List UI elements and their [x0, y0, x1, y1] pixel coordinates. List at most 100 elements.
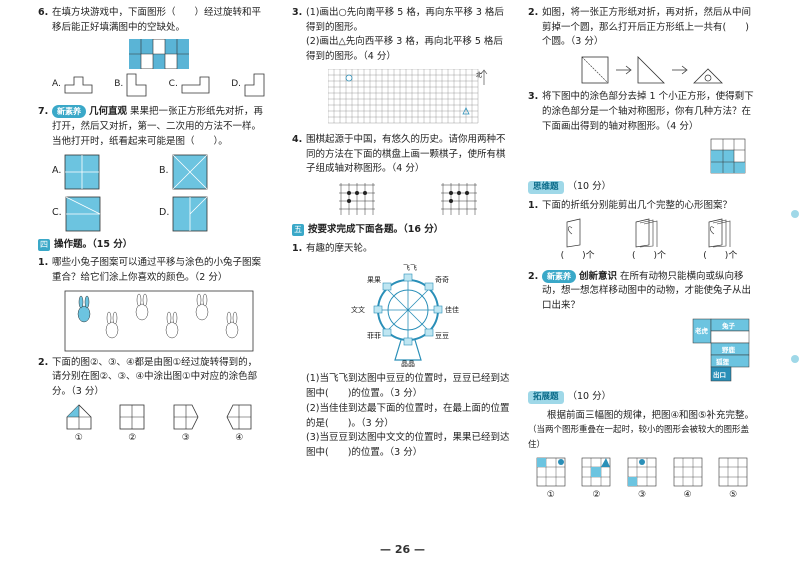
fold-d-shape: [172, 196, 208, 231]
problem-1: 1. 有趣的摩天轮。 飞飞 果果 奇奇 文文 佳佳 菲菲 豆豆: [292, 242, 510, 461]
option-b[interactable]: B.: [114, 73, 148, 97]
extension-section-heading: 拓展题 （10 分）: [528, 390, 756, 405]
triangle-shape: [462, 106, 470, 115]
pattern-4[interactable]: [673, 457, 703, 487]
question-text: 在填方块游戏中，下面图形（ ）经过旋转和平移后能正好填满图中的空缺处。: [52, 7, 262, 33]
question-text: 果果把一张正方形纸先对折，再打开，然后又对折，第一、二次用的方法不一样。当他打开…: [52, 106, 264, 147]
page-number: — 26 —: [380, 543, 425, 556]
go-boards: [306, 181, 510, 217]
operation-1: 1. 哪些小兔子图案可以通过平移与涂色的小兔子图案重合？给它们涂上你喜欢的颜色。…: [38, 256, 266, 352]
question-text: 下面的折纸分别能剪出几个完整的心形图案？: [542, 200, 733, 212]
new-literacy-tag: 新素养: [542, 269, 576, 283]
ferris-wheel-figure: 飞飞 果果 奇奇 文文 佳佳 菲菲 豆豆 晶晶: [351, 264, 459, 368]
go-board-2[interactable]: [439, 181, 479, 217]
section-title: 按要求完成下面各题。（16 分）: [308, 224, 444, 236]
option-a-shape: [64, 77, 93, 94]
sub-question-3: (3)当豆豆到达图中文文的位置时，果果已经到达图中( )的位置。（3 分）: [306, 432, 510, 459]
option-b-shape: [126, 74, 147, 97]
operation-2: 2. 下面的图②、③、④都是由图①经过旋转得到的，请分别在图②、③、④中涂出图①…: [38, 356, 266, 446]
pattern-3: [627, 457, 657, 487]
pattern-labels: ① ② ③ ④ ⑤: [546, 489, 738, 500]
option-d-shape: [244, 74, 265, 97]
problem-3: 3. 将下图中的涂色部分去掉 1 个小正方形，使得剩下的涂色部分是一个轴对称图形…: [528, 90, 756, 174]
question-text: 哪些小兔子图案可以通过平移与涂色的小兔子图案重合？给它们涂上你喜欢的颜色。（2 …: [52, 257, 262, 284]
option-d[interactable]: D.: [231, 73, 266, 97]
pattern-1: [536, 457, 566, 487]
deer-label: 野鹿: [722, 345, 736, 354]
translation-grid[interactable]: 北: [328, 68, 488, 129]
fold-option-a[interactable]: A.: [52, 154, 159, 190]
label-guoguo: 果果: [367, 276, 381, 284]
pattern-5[interactable]: [718, 457, 748, 487]
question-number: 3.: [292, 7, 303, 18]
figure-4[interactable]: [226, 404, 252, 430]
sub-question-1: (1)当飞飞到达图中豆豆的位置时，豆豆已经到达图中( )的位置。（3 分）: [306, 373, 510, 400]
pattern-2: [582, 457, 611, 487]
middle-column: 3. (1)画出○先向南平移 5 格，再向东平移 3 格后得到的图形。 (2)画…: [292, 6, 510, 463]
option-row: A. B. C. D.: [52, 73, 266, 97]
operation-3: 3. (1)画出○先向南平移 5 格，再向东平移 3 格后得到的图形。 (2)画…: [292, 6, 510, 129]
arrow-icon: [672, 65, 688, 75]
blank-1[interactable]: ( )个: [560, 250, 595, 261]
rabbit-pattern-box[interactable]: [64, 290, 254, 352]
fold-option-b[interactable]: B.: [159, 154, 266, 190]
option-c[interactable]: C.: [169, 73, 211, 97]
margin-dot: [791, 210, 799, 218]
folded-paper-3: [708, 218, 730, 248]
question-text: 下面的图②、③、④都是由图①经过旋转得到的，请分别在图②、③、④中涂出图①中对应…: [52, 356, 258, 398]
label-feifei2: 菲菲: [367, 331, 381, 340]
question-text: 围棋起源于中国，有悠久的历史。请你用两种不同的方法在下面的棋盘上画一颗棋子，使所…: [306, 133, 506, 175]
question-title: 创新意识: [579, 270, 618, 282]
label-doudou: 豆豆: [435, 332, 449, 340]
fold-options: A. B. C. D.: [52, 154, 266, 232]
paper-fold-sequence: [581, 56, 723, 84]
figure-3[interactable]: [173, 404, 199, 430]
fold-option-c[interactable]: C.: [52, 196, 159, 232]
north-label: 北: [476, 71, 482, 79]
question-title: 几何直观: [89, 106, 128, 118]
go-board-1[interactable]: [337, 181, 377, 217]
figure-1: [66, 404, 92, 430]
folded-paper-2: [635, 218, 658, 248]
thinking-1: 1. 下面的折纸分别能剪出几个完整的心形图案？ ( )个 ( )个 ( )个: [528, 199, 756, 264]
shaded-grid[interactable]: [710, 138, 746, 174]
option-a[interactable]: A.: [52, 73, 94, 97]
question-number: 6.: [38, 7, 49, 18]
question-number: 2.: [528, 7, 539, 18]
part-2-text: (2)画出△先向西平移 3 格，再向北平移 5 格后得到的图形。（4 分）: [306, 36, 503, 63]
section-badge: 拓展题: [528, 390, 564, 404]
question-text: 根据前面三幅图的规律，把图④和图⑤补充完整。: [547, 409, 755, 421]
label-jiajia: 佳佳: [445, 305, 459, 314]
section-badge: 思维题: [528, 181, 564, 195]
option-c-shape: [181, 77, 210, 94]
figure-2[interactable]: [119, 404, 145, 430]
question-text: 在所有动物只能横向或纵向移动，想一想怎样移动图中的动物，才能使兔子从出口出来？: [542, 270, 752, 312]
blank-2[interactable]: ( )个: [631, 250, 666, 261]
question-number: 1.: [292, 242, 303, 254]
tiger-label: 老虎: [694, 326, 709, 335]
label-jingjing: 晶晶: [401, 360, 415, 368]
question-text: 有趣的摩天轮。: [306, 242, 373, 254]
folded-papers: [542, 218, 756, 248]
folded-paper-1: [566, 218, 581, 248]
fold-option-d[interactable]: D.: [159, 196, 266, 232]
question-note: （当两个图形重叠在一起时，较小的图形会被较大的图形盖住）: [528, 425, 750, 450]
circle-shape: [345, 74, 353, 82]
extension-1: 根据前面三幅图的规律，把图④和图⑤补充完整。 （当两个图形重叠在一起时，较小的图形…: [528, 409, 756, 503]
animal-slide-puzzle[interactable]: 老虎 兔子 野鹿 狐狸 出口: [692, 318, 752, 384]
question-text: 将下图中的涂色部分去掉 1 个小正方形，使得剩下的涂色部分是一个轴对称图形，你有…: [542, 91, 754, 132]
blank-3[interactable]: ( )个: [703, 250, 738, 261]
left-column: 6. 在填方块游戏中，下面图形（ ）经过旋转和平移后能正好填满图中的空缺处。 A…: [38, 6, 266, 448]
label-feifei: 飞飞: [403, 264, 417, 272]
section-title: 操作题。（15 分）: [54, 238, 133, 250]
thinking-2: 2. 新素养创新意识 在所有动物只能横向或纵向移动，想一想怎样移动图中的动物，才…: [528, 269, 756, 384]
operation-4: 4. 围棋起源于中国，有悠久的历史。请你用两种不同的方法在下面的棋盘上画一颗棋子…: [292, 133, 510, 217]
tile-puzzle-figure: [129, 39, 189, 70]
section-five-heading: 五 按要求完成下面各题。（16 分）: [292, 223, 510, 238]
count-blanks: ( )个 ( )个 ( )个: [542, 250, 756, 264]
sub-question-2: (2)当佳佳到达最下面的位置时，在最上面的位置的是( )。（3 分）: [306, 402, 510, 429]
exit-label: 出口: [713, 370, 726, 379]
section-score: （10 分）: [567, 390, 612, 402]
fox-label: 狐狸: [716, 357, 730, 366]
